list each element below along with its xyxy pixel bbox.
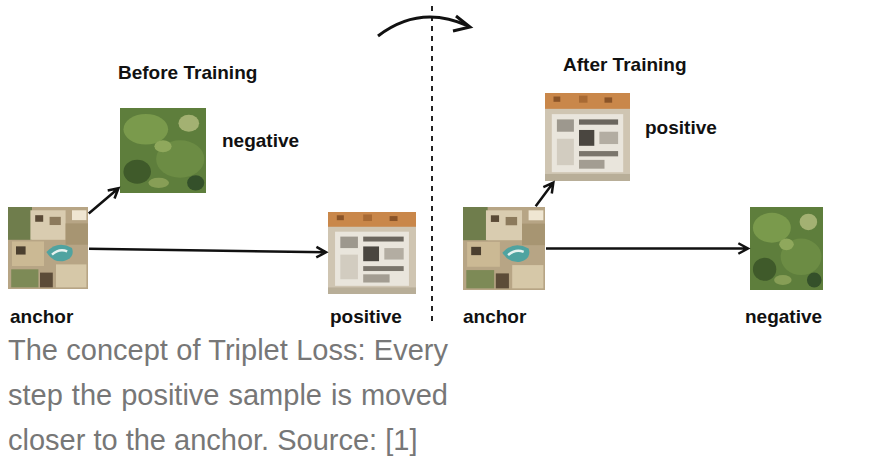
building-tile	[328, 212, 416, 294]
image-tile: positive	[328, 212, 416, 294]
building-tile	[8, 207, 88, 289]
building-tile	[463, 207, 545, 290]
sample-label: positive	[645, 117, 717, 139]
transition-arrowhead	[453, 16, 470, 31]
image-tile: anchor	[463, 207, 545, 290]
sample-label: positive	[330, 306, 402, 328]
grass-tile	[120, 108, 206, 193]
sample-label: negative	[222, 130, 299, 152]
pair-arrow	[89, 247, 326, 258]
image-tile: negative	[750, 207, 823, 290]
sample-label: negative	[745, 306, 822, 328]
divider-line	[431, 6, 433, 325]
image-tile: anchor	[8, 207, 88, 289]
phase-heading: After Training	[563, 54, 687, 76]
figure-caption: The concept of Triplet Loss: Every step …	[8, 328, 448, 463]
pair-arrow	[89, 188, 119, 213]
building-tile	[545, 93, 630, 181]
transition-arrow	[378, 17, 468, 36]
sample-label: anchor	[463, 306, 526, 328]
grass-tile	[750, 207, 823, 290]
phase-heading: Before Training	[118, 62, 257, 84]
pair-arrow	[546, 243, 748, 254]
pair-arrow	[536, 183, 554, 207]
image-tile: negative	[120, 108, 206, 193]
image-tile: positive	[545, 93, 630, 181]
sample-label: anchor	[10, 306, 73, 328]
